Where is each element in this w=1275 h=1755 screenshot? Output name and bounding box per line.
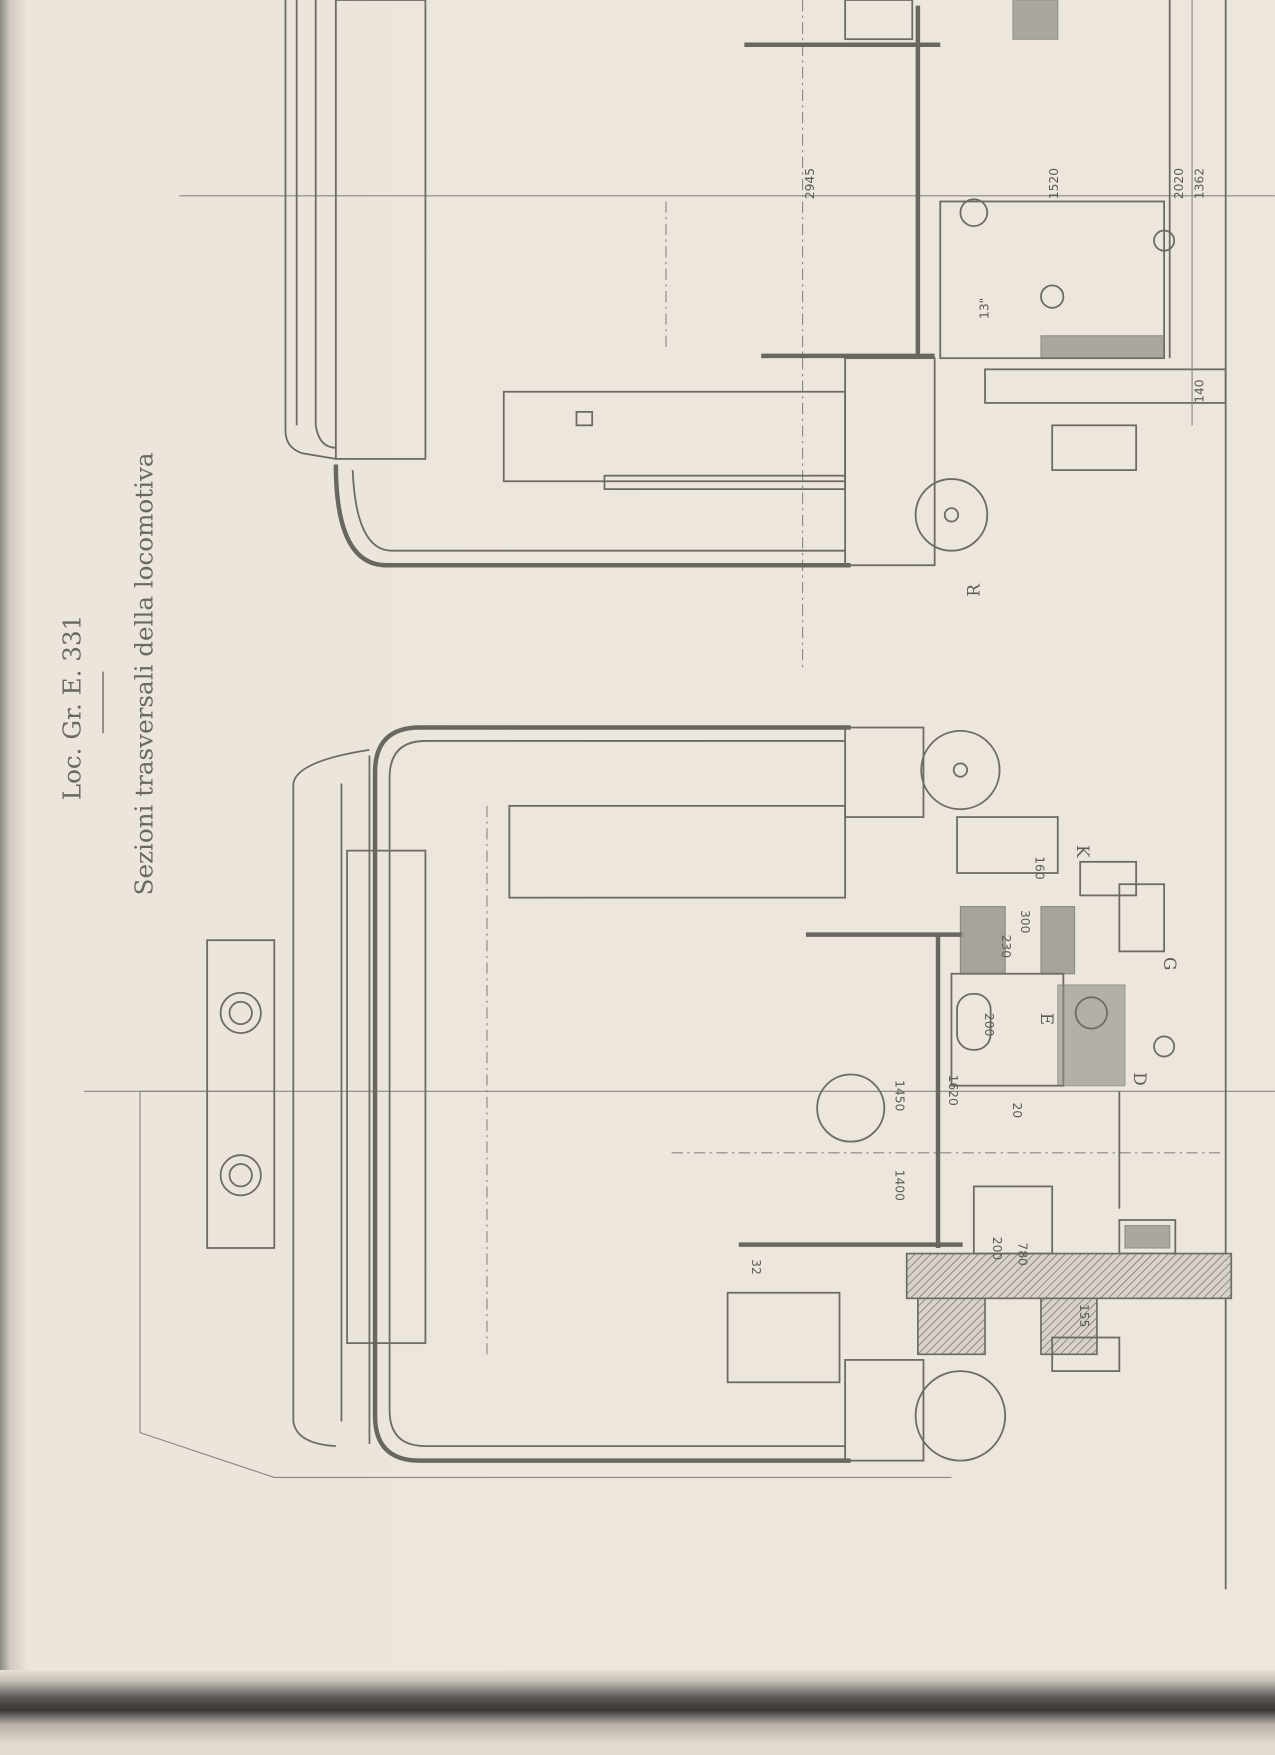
dim-2945: 2945 [803, 168, 817, 199]
dim-1450: 1450 [892, 1080, 906, 1111]
dim-230: 230 [999, 935, 1013, 958]
dim-200-upper: 200 [982, 1013, 996, 1036]
dim-155: 155 [1077, 1304, 1091, 1327]
dim-200-lower: 200 [990, 1237, 1004, 1260]
label-D: D [1130, 1072, 1150, 1085]
dim-2020: 2020 [1172, 168, 1186, 199]
dim-140: 140 [1192, 379, 1206, 402]
dim-1620: 1620 [946, 1074, 960, 1105]
dim-1400: 1400 [892, 1170, 906, 1201]
dim-300: 300 [1018, 910, 1032, 933]
lower-cross-section [139, 725, 1233, 1478]
title-block: Loc. Gr. E. 331 Sezioni trasversali dell… [58, 452, 159, 895]
dim-160: 160 [1032, 856, 1046, 879]
label-E: E [1037, 1013, 1057, 1025]
upper-cross-section [284, 0, 1227, 568]
dim-1362: 1362 [1192, 168, 1206, 199]
lower-dimension-labels: 160 300 230 200 1450 1620 20 1400 32 200… [749, 845, 1180, 1327]
label-K: K [1073, 845, 1093, 858]
drawing-heading: Loc. Gr. E. 331 [58, 615, 87, 801]
label-R: R [963, 583, 983, 597]
dim-780: 780 [1016, 1242, 1030, 1265]
page-gutter-shadow [0, 1670, 1275, 1755]
upper-dimension-labels: 2945 1520 2020 1362 140 13" R [803, 168, 1207, 597]
dim-1520: 1520 [1047, 168, 1061, 199]
drawing-subtitle: Sezioni trasversali della locomotiva [129, 452, 158, 895]
label-G: G [1160, 957, 1180, 970]
dim-13-inch: 13" [977, 298, 991, 319]
dim-20: 20 [1010, 1102, 1024, 1118]
dim-32: 32 [749, 1259, 763, 1275]
reference-lines [84, 0, 1275, 1590]
